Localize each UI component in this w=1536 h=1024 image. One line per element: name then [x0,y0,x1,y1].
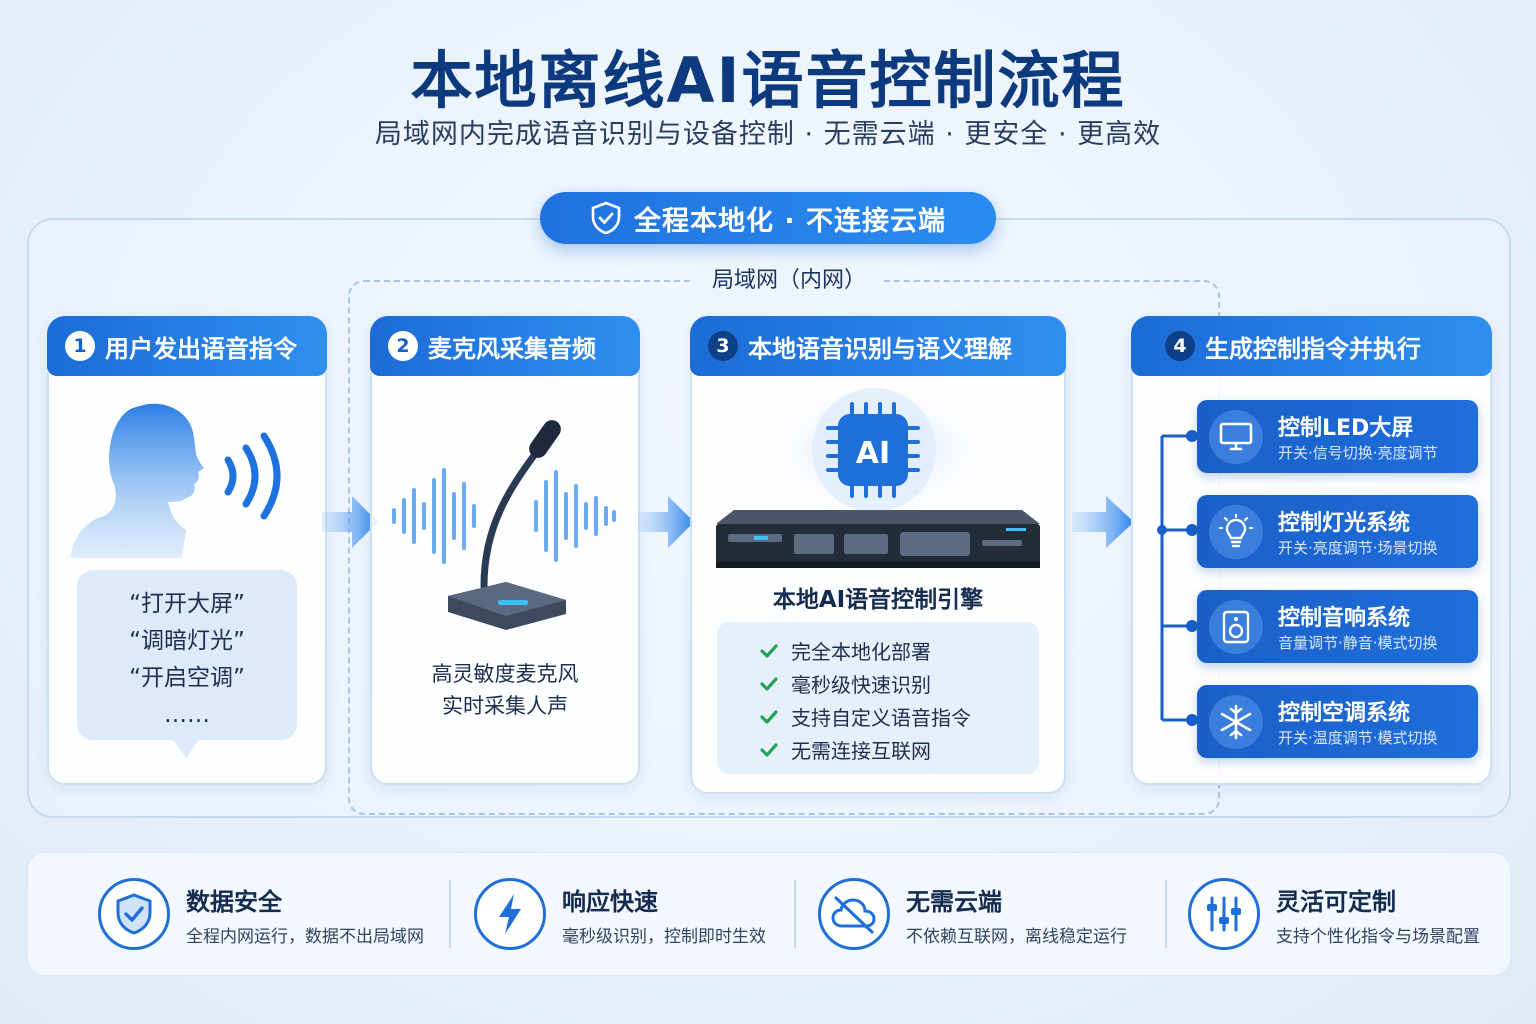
control-title: 控制空调系统 [1278,701,1411,726]
step-2-number: 2 [388,331,418,361]
engine-feature: 支持自定义语音指令 [759,700,1039,733]
engine-feature-text: 支持自定义语音指令 [791,706,971,730]
benefits-bar [27,852,1511,976]
step-1-number: 1 [65,331,95,361]
command-example: “打开大屏” [129,591,245,617]
benefit-desc: 全程内网运行，数据不出局域网 [186,927,424,947]
engine-feature-text: 无需连接互联网 [791,739,931,763]
shield-icon [591,201,621,235]
benefit-title: 数据安全 [186,888,282,916]
flow-arrow-icon [1072,496,1134,548]
engine-feature-text: 毫秒级快速识别 [791,673,931,697]
step-1-header: 1 用户发出语音指令 [47,316,327,376]
no-cloud-icon [818,878,890,950]
control-led-screen: 控制LED大屏 开关·信号切换·亮度调节 [1197,400,1478,473]
step-3-header: 3 本地语音识别与语义理解 [690,316,1066,376]
engine-feature: 完全本地化部署 [759,634,1039,667]
microphone-icon [392,420,616,630]
check-icon [760,742,778,757]
engine-feature-text: 完全本地化部署 [791,640,931,664]
command-ellipsis: …… [164,702,210,728]
benefit-title: 无需云端 [906,888,1002,916]
control-title: 控制灯光系统 [1278,511,1411,536]
speaker-icon [1209,600,1263,654]
monitor-icon [1209,410,1263,464]
lan-label: 局域网（内网） [694,264,884,298]
step-4-header: 4 生成控制指令并执行 [1131,316,1492,376]
step-3-title: 本地语音识别与语义理解 [748,334,1012,363]
shield-check-icon [98,878,170,950]
benefit-desc: 毫秒级识别，控制即时生效 [562,927,766,947]
divider [794,880,796,948]
step-2-header: 2 麦克风采集音频 [370,316,640,376]
control-ac: 控制空调系统 开关·温度调节·模式切换 [1197,685,1478,758]
step-2-title: 麦克风采集音频 [428,334,596,363]
engine-label: 本地AI语音控制引擎 [772,587,984,613]
flow-arrow-icon [638,496,694,548]
benefit-title: 灵活可定制 [1276,888,1396,916]
mic-caption-1: 高灵敏度麦克风 [431,662,579,686]
local-badge-label: 全程本地化 · 不连接云端 [633,205,947,237]
check-icon [760,643,778,658]
command-example: “调暗灯光” [129,628,245,654]
benefit-title: 响应快速 [562,888,658,916]
flow-arrow-icon [322,496,378,548]
snowflake-icon [1209,695,1263,749]
check-icon [760,709,778,724]
control-desc: 开关·亮度调节·场景切换 [1278,539,1438,557]
ai-chip-label: AI [855,436,891,471]
control-desc: 开关·温度调节·模式切换 [1278,729,1438,747]
control-title: 控制LED大屏 [1278,416,1414,441]
sliders-icon [1188,878,1260,950]
control-title: 控制音响系统 [1278,606,1411,631]
engine-feature: 无需连接互联网 [759,733,1039,766]
engine-device-icon [716,510,1040,568]
ai-chip-icon [766,386,990,514]
step-4-title: 生成控制指令并执行 [1205,334,1421,363]
step-2-card: 2 麦克风采集音频 [370,316,640,785]
page-subtitle: 局域网内完成语音识别与设备控制 · 无需云端 · 更安全 · 更高效 [374,119,1162,150]
control-audio: 控制音响系统 音量调节·静音·模式切换 [1197,590,1478,663]
speaking-person-icon [70,403,281,558]
benefit-desc: 不依赖互联网，离线稳定运行 [906,927,1127,947]
control-lighting: 控制灯光系统 开关·亮度调节·场景切换 [1197,495,1478,568]
page-title: 本地离线AI语音控制流程 [410,44,1126,117]
branch-connector [1157,430,1198,726]
control-desc: 音量调节·静音·模式切换 [1278,634,1438,652]
benefit-desc: 支持个性化指令与场景配置 [1276,927,1480,947]
engine-feature-list: 完全本地化部署 毫秒级快速识别 支持自定义语音指令 无需连接互联网 [717,622,1039,774]
mic-caption-2: 实时采集人声 [442,694,568,718]
speech-bubble-tail [172,738,200,758]
step-1-title: 用户发出语音指令 [105,334,297,363]
divider [1165,880,1167,948]
step-3-number: 3 [708,331,738,361]
command-example: “开启空调” [129,665,245,691]
speech-bubble: “打开大屏” “调暗灯光” “开启空调” …… [77,570,297,740]
lightning-icon [474,878,546,950]
check-icon [760,676,778,691]
engine-feature: 毫秒级快速识别 [759,667,1039,700]
step-4-number: 4 [1165,331,1195,361]
local-badge: 全程本地化 · 不连接云端 [540,192,996,244]
divider [449,880,451,948]
lightbulb-icon [1209,505,1263,559]
control-desc: 开关·信号切换·亮度调节 [1278,444,1438,462]
